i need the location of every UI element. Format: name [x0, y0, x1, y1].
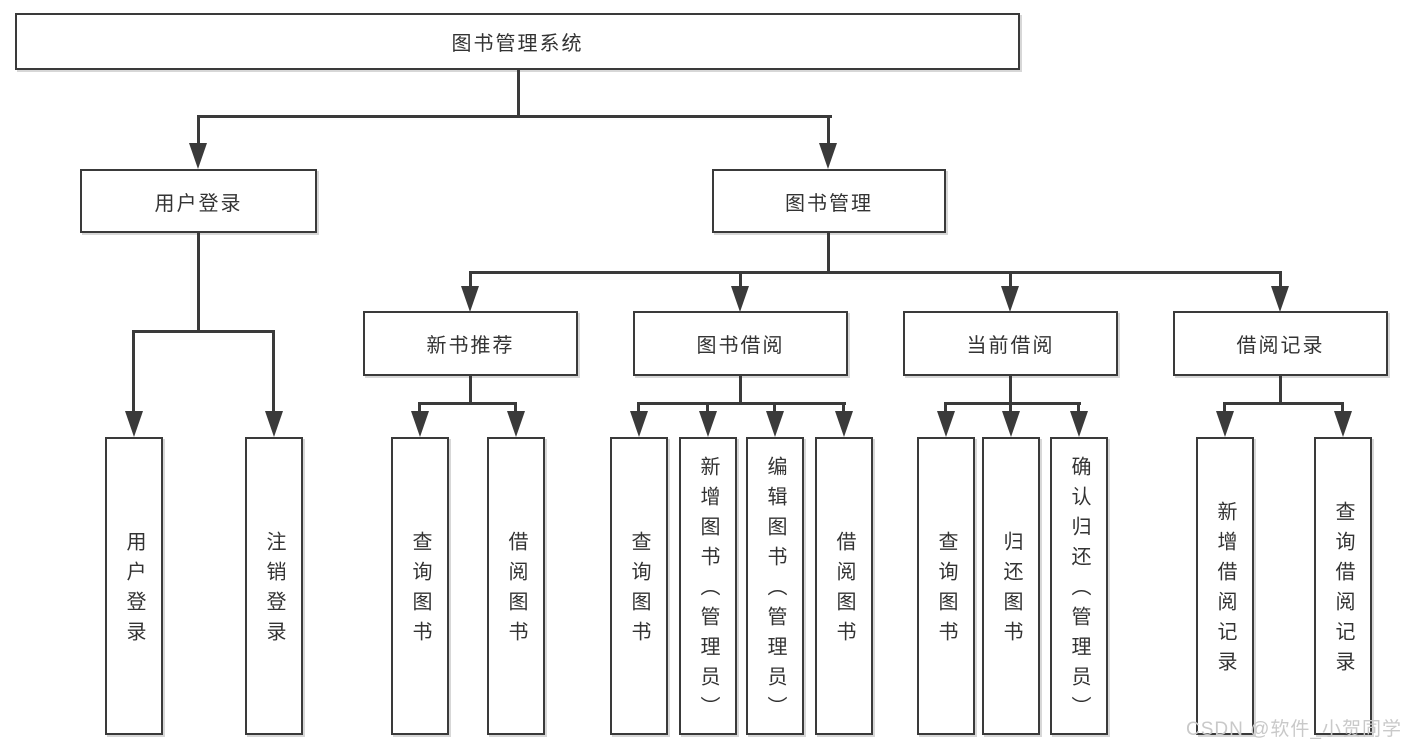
- node-label: 编辑图书（管理员）: [764, 456, 786, 726]
- leaf-edit-books-admin: 编辑图书（管理员）: [746, 437, 804, 735]
- connector-line: [1077, 402, 1080, 415]
- node-label: 借阅图书: [833, 531, 855, 651]
- arrow-down-icon: [1271, 286, 1289, 312]
- node-label: 查询图书: [935, 531, 957, 651]
- node-label: 当前借阅: [966, 335, 1055, 357]
- leaf-borrow-books-recommend: 借阅图书: [487, 437, 545, 735]
- arrow-down-icon: [766, 411, 784, 437]
- connector-line: [945, 402, 1081, 405]
- connector-line: [272, 330, 275, 413]
- arrow-down-icon: [125, 411, 143, 437]
- connector-line: [469, 271, 1282, 274]
- node-label: 注销登录: [263, 531, 285, 651]
- leaf-logout: 注销登录: [245, 437, 303, 735]
- node-label: 新书推荐: [426, 335, 515, 357]
- arrow-down-icon: [411, 411, 429, 437]
- arrow-down-icon: [189, 143, 207, 169]
- node-current-borrow: 当前借阅: [903, 311, 1118, 376]
- connector-line: [739, 271, 742, 289]
- node-label: 确认归还（管理员）: [1068, 456, 1090, 726]
- leaf-query-books-recommend: 查询图书: [391, 437, 449, 735]
- connector-line: [638, 402, 846, 405]
- arrow-down-icon: [1216, 411, 1234, 437]
- node-label: 图书借阅: [696, 335, 785, 357]
- arrow-down-icon: [461, 286, 479, 312]
- connector-line: [517, 68, 520, 118]
- connector-line: [197, 115, 200, 145]
- connector-line: [827, 115, 830, 145]
- connector-line: [419, 402, 517, 405]
- connector-line: [944, 402, 947, 415]
- node-label: 查询图书: [409, 531, 431, 651]
- connector-line: [469, 271, 472, 289]
- connector-line: [1009, 376, 1012, 405]
- connector-line: [418, 402, 421, 415]
- leaf-confirm-return-admin: 确认归还（管理员）: [1050, 437, 1108, 735]
- node-book-borrow: 图书借阅: [633, 311, 848, 376]
- leaf-return-books: 归还图书: [982, 437, 1040, 735]
- leaf-borrow-books: 借阅图书: [815, 437, 873, 735]
- leaf-add-borrow-record: 新增借阅记录: [1196, 437, 1254, 735]
- connector-line: [1223, 402, 1226, 415]
- arrow-down-icon: [1070, 411, 1088, 437]
- node-label: 用户登录: [154, 192, 243, 215]
- connector-line: [197, 115, 832, 118]
- connector-line: [1009, 271, 1012, 289]
- node-label: 图书管理系统: [451, 33, 584, 55]
- arrow-down-icon: [835, 411, 853, 437]
- arrow-down-icon: [937, 411, 955, 437]
- connector-line: [1224, 402, 1344, 405]
- node-user-login: 用户登录: [80, 169, 317, 233]
- node-label: 新增借阅记录: [1214, 501, 1236, 681]
- connector-line: [739, 376, 742, 405]
- node-label: 归还图书: [1000, 531, 1022, 651]
- connector-line: [514, 402, 517, 415]
- node-label: 借阅记录: [1236, 335, 1325, 357]
- connector-line: [1279, 271, 1282, 289]
- node-library-system: 图书管理系统: [15, 13, 1020, 70]
- connector-line: [1009, 402, 1012, 415]
- arrow-down-icon: [1002, 411, 1020, 437]
- arrow-down-icon: [819, 143, 837, 169]
- leaf-query-books-borrow: 查询图书: [610, 437, 668, 735]
- connector-line: [1341, 402, 1344, 415]
- connector-line: [827, 233, 830, 274]
- csdn-watermark: CSDN @软件_小贺同学: [1186, 719, 1402, 740]
- node-label: 查询借阅记录: [1332, 501, 1354, 681]
- leaf-query-borrow-record: 查询借阅记录: [1314, 437, 1372, 735]
- node-label: 查询图书: [628, 531, 650, 651]
- connector-line: [469, 376, 472, 405]
- arrow-down-icon: [1001, 286, 1019, 312]
- connector-line: [706, 402, 709, 415]
- leaf-user-login: 用户登录: [105, 437, 163, 735]
- connector-line: [197, 233, 200, 333]
- arrow-down-icon: [699, 411, 717, 437]
- arrow-down-icon: [731, 286, 749, 312]
- node-book-management: 图书管理: [712, 169, 946, 233]
- node-label: 新增图书（管理员）: [697, 456, 719, 726]
- node-borrow-records: 借阅记录: [1173, 311, 1388, 376]
- connector-line: [1279, 376, 1282, 405]
- arrow-down-icon: [507, 411, 525, 437]
- leaf-query-books-current: 查询图书: [917, 437, 975, 735]
- connector-line: [637, 402, 640, 415]
- connector-line: [132, 330, 135, 413]
- arrow-down-icon: [630, 411, 648, 437]
- connector-line: [773, 402, 776, 415]
- connector-line: [842, 402, 845, 415]
- connector-line: [132, 330, 275, 333]
- node-new-book-recommend: 新书推荐: [363, 311, 578, 376]
- node-label: 借阅图书: [505, 531, 527, 651]
- node-label: 用户登录: [123, 531, 145, 651]
- leaf-add-books-admin: 新增图书（管理员）: [679, 437, 737, 735]
- arrow-down-icon: [265, 411, 283, 437]
- arrow-down-icon: [1334, 411, 1352, 437]
- node-label: 图书管理: [785, 192, 873, 215]
